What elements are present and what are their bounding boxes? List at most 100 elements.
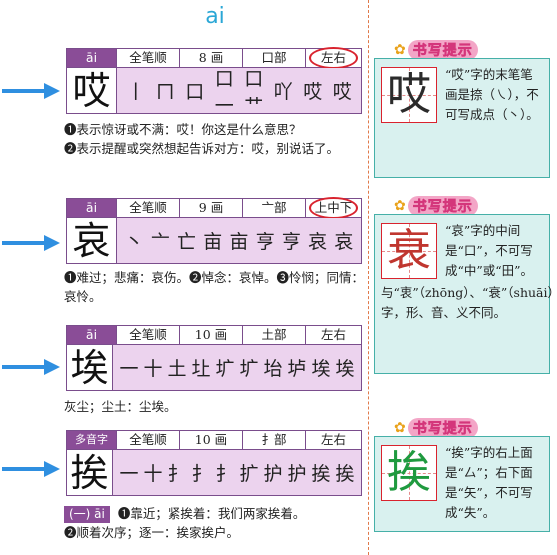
stroke-step: 土: [167, 358, 187, 380]
tip-box: 衰 “哀”字的中间是“口”，不可写成“中”或“田”。与“衷”（zhōng）、“衰…: [374, 214, 557, 374]
pinyin-tag: (一) āi: [64, 506, 110, 523]
tip-text: “哀”字的中间是“口”，不可写成“中”或“田”。与“衷”（zhōng）、“衰”（…: [381, 223, 557, 320]
pinyin: āi: [67, 199, 116, 217]
stroke-step: 口一: [214, 67, 234, 117]
tip-title-label: 书写提示: [407, 196, 478, 216]
stroke-step: 坮: [263, 358, 283, 380]
arrow-icon: [0, 458, 62, 484]
tip-box: 挨 “挨”字的右上面是“厶”；右下面是“矢”，不可写成“失”。: [374, 436, 550, 532]
info-bar: āi 全笔顺 10 画 土部 左右: [66, 325, 362, 345]
stroke-step: 护: [263, 463, 283, 485]
arrow-icon: [0, 80, 62, 106]
stroke-step: 十: [143, 463, 163, 485]
stroke-step: 埃: [311, 358, 331, 380]
structure: 左右: [305, 431, 361, 449]
stroke-step: 吖: [273, 81, 293, 103]
definition: ❶靠近；紧挨着：我们两家挨着。: [117, 506, 306, 521]
arrow-icon: [0, 356, 62, 382]
writing-grid: 衰: [381, 223, 437, 279]
definition: ❷顺着次序；逐一：挨家挨户。: [64, 525, 240, 540]
fairy-icon: ✿: [394, 198, 406, 214]
stroke-step: 亡: [177, 231, 197, 253]
stroke-step: 一: [119, 463, 139, 485]
radical: 口部: [242, 49, 305, 67]
info-bar: āi 全笔顺 9 画 亠部 上中下: [66, 197, 362, 219]
stroke-count: 10 画: [179, 431, 242, 449]
writing-grid: 挨: [381, 445, 437, 501]
stroke-step: 哀: [308, 231, 328, 253]
stroke-sequence: 一 十 扌 扌 扌 扩 护 护 挨 挨: [113, 450, 361, 495]
radical: 扌部: [242, 431, 305, 449]
definition: 灰尘；尘土：尘埃。: [64, 399, 177, 414]
stroke-step: 十: [143, 358, 163, 380]
stroke-order-label: 全笔顺: [116, 326, 179, 344]
stroke-step: 哎: [303, 81, 323, 103]
stroke-count: 9 画: [179, 199, 242, 217]
definition: ❷表示提醒或突然想起告诉对方：哎，别说话了。: [64, 141, 340, 156]
definition: ❶难过；悲痛：哀伤。❷悼念：哀悼。❸怜悯；同情：哀怜。: [64, 270, 365, 304]
definition-line: (一) āi ❶靠近；紧挨着：我们两家挨着。: [64, 504, 364, 523]
stroke-step: 垆: [287, 358, 307, 380]
character: 埃: [67, 345, 113, 390]
char-row: 哀 丶 亠 亡 亩 亩 亨 亨 哀 哀: [66, 218, 362, 264]
stroke-step: 亩: [203, 231, 223, 253]
tip-text: “挨”字的右上面是“厶”；右下面是“矢”，不可写成“失”。: [445, 445, 533, 520]
definition: ❶表示惊讶或不满：哎！你这是什么意思？: [64, 122, 302, 137]
stroke-step: 哎: [332, 81, 352, 103]
tip-text: “哎”字的末笔笔画是捺（㇏），不可写成点（丶）。: [445, 67, 539, 122]
stroke-step: 亩: [229, 231, 249, 253]
stroke-step: 口艹: [244, 67, 264, 117]
character: 哀: [67, 218, 117, 263]
grid-character: 衰: [387, 225, 431, 276]
character: 哎: [67, 68, 117, 113]
writing-grid: 哎: [381, 67, 437, 123]
definitions: (一) āi ❶靠近；紧挨着：我们两家挨着。 ❷顺着次序；逐一：挨家挨户。: [64, 504, 364, 542]
stroke-step: 挨: [335, 463, 355, 485]
structure: 左右: [305, 47, 361, 69]
char-row: 埃 一 十 土 圵 圹 圹 坮 垆 埃 埃: [66, 345, 362, 391]
stroke-step: 一: [119, 358, 139, 380]
stroke-sequence: 丶 亠 亡 亩 亩 亨 亨 哀 哀: [117, 218, 361, 263]
stroke-step: 丶: [124, 231, 144, 253]
stroke-step: 挨: [311, 463, 331, 485]
tip-title-label: 书写提示: [407, 418, 478, 438]
stroke-step: 哀: [334, 231, 354, 253]
tip-title: ✿ 书写提示: [394, 196, 478, 216]
definitions: 灰尘；尘土：尘埃。: [64, 397, 364, 416]
structure: 上中下: [305, 197, 361, 219]
stroke-sequence: 一 十 土 圵 圹 圹 坮 垆 埃 埃: [113, 345, 361, 390]
pinyin: āi: [67, 326, 116, 344]
stroke-step: 亠: [150, 231, 170, 253]
tip-title: ✿ 书写提示: [394, 40, 478, 60]
stroke-step: 护: [287, 463, 307, 485]
radical: 亠部: [242, 199, 305, 217]
stroke-step: 扩: [239, 463, 259, 485]
char-row: 挨 一 十 扌 扌 扌 扩 护 护 挨 挨: [66, 450, 362, 496]
stroke-step: 埃: [335, 358, 355, 380]
stroke-step: 圹: [215, 358, 235, 380]
tip-title-label: 书写提示: [407, 40, 478, 60]
stroke-order-label: 全笔顺: [116, 49, 179, 67]
stroke-order-label: 全笔顺: [116, 431, 179, 449]
arrow-icon: [0, 232, 62, 258]
fairy-icon: ✿: [394, 42, 406, 58]
stroke-step: 圵: [191, 358, 211, 380]
definitions: ❶表示惊讶或不满：哎！你这是什么意思？ ❷表示提醒或突然想起告诉对方：哎，别说话…: [64, 120, 364, 158]
stroke-step: 口: [185, 81, 205, 103]
fairy-icon: ✿: [394, 420, 406, 436]
stroke-sequence: 丨 ㄇ 口 口一 口艹 吖 哎 哎: [117, 68, 361, 117]
polyphone-tag: 多音字: [67, 431, 116, 449]
stroke-step: ㄇ: [155, 81, 175, 103]
character: 挨: [67, 450, 113, 495]
stroke-step: 扌: [215, 463, 235, 485]
column-divider: [368, 0, 369, 555]
radical: 土部: [242, 326, 305, 344]
stroke-step: 圹: [239, 358, 259, 380]
definitions: ❶难过；悲痛：哀伤。❷悼念：哀悼。❸怜悯；同情：哀怜。: [64, 268, 364, 306]
pinyin: āi: [67, 49, 116, 67]
syllable-header: ai: [205, 4, 225, 29]
stroke-step: 扌: [167, 463, 187, 485]
stroke-order-label: 全笔顺: [116, 199, 179, 217]
stroke-count: 10 画: [179, 326, 242, 344]
info-bar: āi 全笔顺 8 画 口部 左右: [66, 47, 362, 69]
